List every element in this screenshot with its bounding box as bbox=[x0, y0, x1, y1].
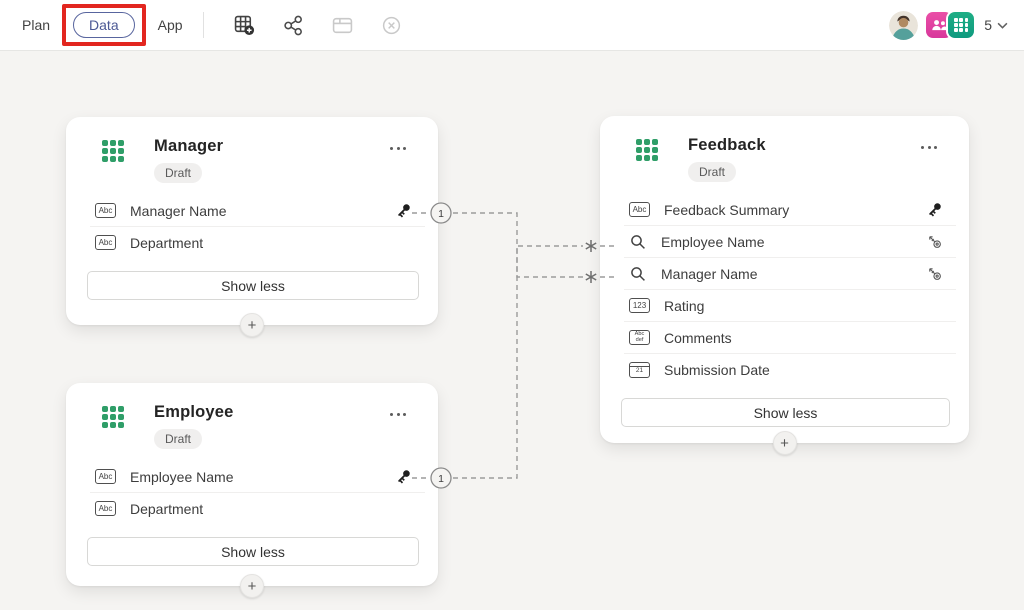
toolbar-divider bbox=[202, 12, 204, 38]
add-field-plus-icon[interactable]: + bbox=[240, 574, 264, 598]
user-avatar[interactable] bbox=[889, 10, 919, 40]
relationship-line bbox=[453, 245, 583, 479]
field-label: Rating bbox=[664, 297, 705, 314]
card-header: Manager Draft bbox=[66, 117, 438, 191]
card-title: Manager bbox=[154, 137, 224, 155]
add-field-plus-icon[interactable]: + bbox=[240, 313, 264, 337]
text-field-icon: Abc bbox=[95, 469, 116, 484]
card-header: Feedback Draft bbox=[600, 116, 969, 190]
lookup-icon bbox=[631, 234, 645, 249]
people-app-icon[interactable] bbox=[926, 12, 953, 38]
card-view-icon[interactable] bbox=[328, 11, 357, 40]
field-label: Department bbox=[130, 234, 204, 251]
presence-cluster: 5 bbox=[889, 10, 1008, 40]
field-row[interactable]: 123 Rating bbox=[600, 290, 969, 321]
more-options-icon[interactable] bbox=[917, 136, 941, 159]
field-row[interactable]: Abc Manager Name bbox=[66, 195, 438, 226]
chevron-down-icon[interactable] bbox=[997, 22, 1008, 29]
row-divider bbox=[624, 289, 956, 290]
field-label: Department bbox=[130, 500, 204, 517]
row-divider bbox=[624, 321, 956, 322]
add-field-plus-icon[interactable]: + bbox=[772, 431, 797, 455]
show-less-button[interactable]: Show less bbox=[621, 398, 950, 427]
row-divider bbox=[90, 492, 425, 493]
field-row[interactable]: Abc Department bbox=[66, 493, 438, 524]
cardinality-many-icon bbox=[585, 271, 597, 283]
table-green-icon bbox=[102, 140, 124, 162]
card-title: Feedback bbox=[688, 136, 766, 154]
field-label: Comments bbox=[664, 329, 732, 346]
more-options-icon[interactable] bbox=[386, 403, 410, 426]
more-options-icon[interactable] bbox=[386, 137, 410, 160]
field-row[interactable]: Manager Name bbox=[600, 258, 969, 289]
table-card-employee[interactable]: Employee Draft Abc Employee Name bbox=[66, 383, 438, 598]
field-row[interactable]: Abc Feedback Summary bbox=[600, 194, 969, 225]
text-field-icon: Abc bbox=[95, 203, 116, 218]
field-label: Employee Name bbox=[130, 468, 234, 485]
card-header: Employee Draft bbox=[66, 383, 438, 457]
primary-key-icon bbox=[926, 201, 943, 218]
topbar: Plan Data App bbox=[0, 0, 1024, 51]
row-divider bbox=[90, 226, 425, 227]
dismiss-circle-icon[interactable] bbox=[377, 11, 406, 40]
tab-app[interactable]: App bbox=[150, 11, 191, 39]
white-grid-glyph bbox=[954, 18, 969, 32]
dataverse-table-app-icon[interactable] bbox=[948, 12, 975, 38]
primary-key-icon bbox=[395, 202, 412, 219]
text-field-icon: Abc bbox=[629, 202, 650, 217]
field-row[interactable]: Employee Name bbox=[600, 226, 969, 257]
status-badge: Draft bbox=[688, 162, 737, 182]
foreign-key-icon bbox=[926, 233, 943, 250]
cardinality-many-icon bbox=[585, 240, 597, 252]
annotation-highlight-box: Data bbox=[62, 4, 146, 46]
tab-plan[interactable]: Plan bbox=[14, 11, 58, 39]
status-badge: Draft bbox=[154, 163, 203, 183]
table-green-icon bbox=[636, 139, 658, 161]
field-label: Manager Name bbox=[130, 202, 227, 219]
field-row[interactable]: Abc def Comments bbox=[600, 322, 969, 353]
data-model-canvas[interactable]: 1 1 Manager Draft Abc Manager Name bbox=[0, 51, 1024, 610]
field-label: Submission Date bbox=[664, 361, 770, 378]
number-field-icon: 123 bbox=[629, 298, 650, 313]
table-card-feedback[interactable]: Feedback Draft Abc Feedback Summary bbox=[600, 116, 969, 455]
multiline-text-icon: Abc def bbox=[629, 330, 650, 345]
row-divider bbox=[624, 353, 956, 354]
svg-text:1: 1 bbox=[438, 208, 444, 220]
field-row[interactable]: 21 Submission Date bbox=[600, 354, 969, 385]
date-field-icon: 21 bbox=[629, 361, 650, 378]
table-green-icon bbox=[102, 406, 124, 428]
card-title: Employee bbox=[154, 403, 234, 421]
row-divider bbox=[624, 225, 956, 226]
field-row[interactable]: Abc Employee Name bbox=[66, 461, 438, 492]
lookup-icon bbox=[631, 266, 645, 281]
field-row[interactable]: Abc Department bbox=[66, 227, 438, 258]
show-less-button[interactable]: Show less bbox=[87, 271, 419, 300]
show-less-button[interactable]: Show less bbox=[87, 537, 419, 566]
tab-data[interactable]: Data bbox=[73, 12, 135, 38]
table-card-manager[interactable]: Manager Draft Abc Manager Name bbox=[66, 117, 438, 337]
foreign-key-icon bbox=[926, 265, 943, 282]
status-badge: Draft bbox=[154, 429, 203, 449]
field-label: Manager Name bbox=[661, 265, 758, 282]
field-label: Employee Name bbox=[661, 233, 765, 250]
text-field-icon: Abc bbox=[95, 235, 116, 250]
field-label: Feedback Summary bbox=[664, 201, 790, 218]
relationships-share-icon[interactable] bbox=[279, 11, 308, 40]
text-field-icon: Abc bbox=[95, 501, 116, 516]
row-divider bbox=[624, 257, 956, 258]
presence-count: 5 bbox=[984, 17, 992, 33]
new-table-icon[interactable] bbox=[230, 11, 259, 40]
primary-key-icon bbox=[395, 468, 412, 485]
svg-text:1: 1 bbox=[438, 473, 444, 485]
relationship-line bbox=[453, 212, 583, 278]
